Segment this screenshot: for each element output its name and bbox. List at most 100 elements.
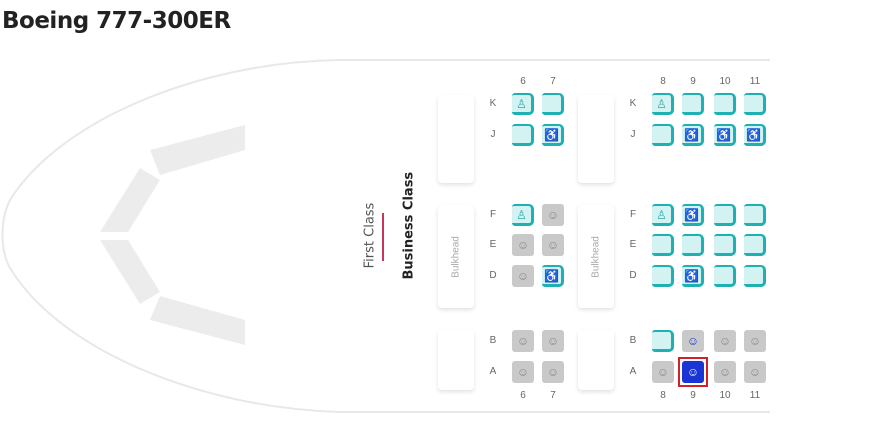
seat-7A[interactable]: ☺ <box>542 361 564 383</box>
business-class-label[interactable]: Business Class <box>401 171 417 280</box>
seat-8E[interactable] <box>652 234 674 256</box>
passenger-icon: ☺ <box>516 365 530 379</box>
seat-8J[interactable] <box>652 124 674 146</box>
seat-6E[interactable]: ☺ <box>512 234 534 256</box>
seat-6F[interactable]: ♙ <box>512 204 534 226</box>
bulkhead-block <box>578 330 614 390</box>
seat-10A[interactable]: ☺ <box>714 361 736 383</box>
seat-9K[interactable] <box>682 93 704 115</box>
seat-11F[interactable] <box>744 204 766 226</box>
row-letter: K <box>629 98 637 109</box>
seat-7F[interactable]: ☺ <box>542 204 564 226</box>
seat-7D[interactable]: ♿ <box>542 265 564 287</box>
passenger-icon: ☺ <box>686 365 700 379</box>
seat-10B[interactable]: ☺ <box>714 330 736 352</box>
seat-6B[interactable]: ☺ <box>512 330 534 352</box>
page-title: Boeing 777-300ER <box>2 8 231 34</box>
bulkhead-block <box>438 95 474 183</box>
column-number: 11 <box>749 76 761 87</box>
row-letter: K <box>489 98 497 109</box>
seat-10J[interactable]: ♿ <box>714 124 736 146</box>
seat-7B[interactable]: ☺ <box>542 330 564 352</box>
column-number: 7 <box>550 390 556 401</box>
seat-8K[interactable]: ♙ <box>652 93 674 115</box>
passenger-icon: ☺ <box>748 334 762 348</box>
seat-11D[interactable] <box>744 265 766 287</box>
seat-6J[interactable] <box>512 124 534 146</box>
class-divider <box>382 213 384 261</box>
bassinet-icon: ♙ <box>656 96 667 111</box>
column-number: 8 <box>660 390 666 401</box>
row-letter: F <box>489 209 497 220</box>
seat-10K[interactable] <box>714 93 736 115</box>
column-number: 8 <box>660 76 666 87</box>
seat-7J[interactable]: ♿ <box>542 124 564 146</box>
first-class-label[interactable]: First Class <box>362 202 378 269</box>
seat-9F[interactable]: ♿ <box>682 204 704 226</box>
seat-9A[interactable]: ☺ <box>682 361 704 383</box>
seat-9B[interactable]: ☺ <box>682 330 704 352</box>
seat-7E[interactable]: ☺ <box>542 234 564 256</box>
seat-10F[interactable] <box>714 204 736 226</box>
bulkhead-block: Bulkhead <box>438 205 474 308</box>
seat-9E[interactable] <box>682 234 704 256</box>
bulkhead-block <box>578 95 614 183</box>
wheelchair-icon: ♿ <box>684 127 699 142</box>
passenger-icon: ☺ <box>656 365 670 379</box>
column-number: 9 <box>690 390 696 401</box>
row-letter: D <box>489 270 497 281</box>
seat-6D[interactable]: ☺ <box>512 265 534 287</box>
seat-8F[interactable]: ♙ <box>652 204 674 226</box>
row-letter: D <box>629 270 637 281</box>
seat-11K[interactable] <box>744 93 766 115</box>
selected-seat-ring <box>678 357 708 387</box>
row-letter: A <box>629 366 637 377</box>
seat-11J[interactable]: ♿ <box>744 124 766 146</box>
seat-6K[interactable]: ♙ <box>512 93 534 115</box>
seat-11E[interactable] <box>744 234 766 256</box>
seat-9D[interactable]: ♿ <box>682 265 704 287</box>
seat-11B[interactable]: ☺ <box>744 330 766 352</box>
seat-7K[interactable] <box>542 93 564 115</box>
bulkhead-label: Bulkhead <box>450 235 462 278</box>
row-letter: B <box>489 335 497 346</box>
seat-8A[interactable]: ☺ <box>652 361 674 383</box>
seat-9J[interactable]: ♿ <box>682 124 704 146</box>
passenger-icon: ☺ <box>686 334 700 348</box>
seat-8D[interactable] <box>652 265 674 287</box>
column-number: 6 <box>520 390 526 401</box>
row-letter: A <box>489 366 497 377</box>
row-letter: E <box>629 239 637 250</box>
passenger-icon: ☺ <box>748 365 762 379</box>
seat-11A[interactable]: ☺ <box>744 361 766 383</box>
passenger-icon: ☺ <box>546 208 560 222</box>
bulkhead-block: Bulkhead <box>578 205 614 308</box>
seat-6A[interactable]: ☺ <box>512 361 534 383</box>
row-letter: F <box>629 209 637 220</box>
row-letter: E <box>489 239 497 250</box>
passenger-icon: ☺ <box>546 365 560 379</box>
row-letter: B <box>629 335 637 346</box>
passenger-icon: ☺ <box>546 238 560 252</box>
bassinet-icon: ♙ <box>516 96 527 111</box>
passenger-icon: ☺ <box>546 334 560 348</box>
column-number: 9 <box>690 76 696 87</box>
seat-8B[interactable] <box>652 330 674 352</box>
wheelchair-icon: ♿ <box>684 207 699 222</box>
column-number: 6 <box>520 76 526 87</box>
passenger-icon: ☺ <box>516 269 530 283</box>
passenger-icon: ☺ <box>718 334 732 348</box>
passenger-icon: ☺ <box>718 365 732 379</box>
wheelchair-icon: ♿ <box>544 268 559 283</box>
row-letter: J <box>630 129 636 140</box>
passenger-icon: ☺ <box>516 334 530 348</box>
seat-10E[interactable] <box>714 234 736 256</box>
wheelchair-icon: ♿ <box>544 127 559 142</box>
bassinet-icon: ♙ <box>656 207 667 222</box>
seat-10D[interactable] <box>714 265 736 287</box>
bulkhead-block <box>438 330 474 390</box>
passenger-icon: ☺ <box>516 238 530 252</box>
wheelchair-icon: ♿ <box>746 127 761 142</box>
row-letter: J <box>490 129 496 140</box>
